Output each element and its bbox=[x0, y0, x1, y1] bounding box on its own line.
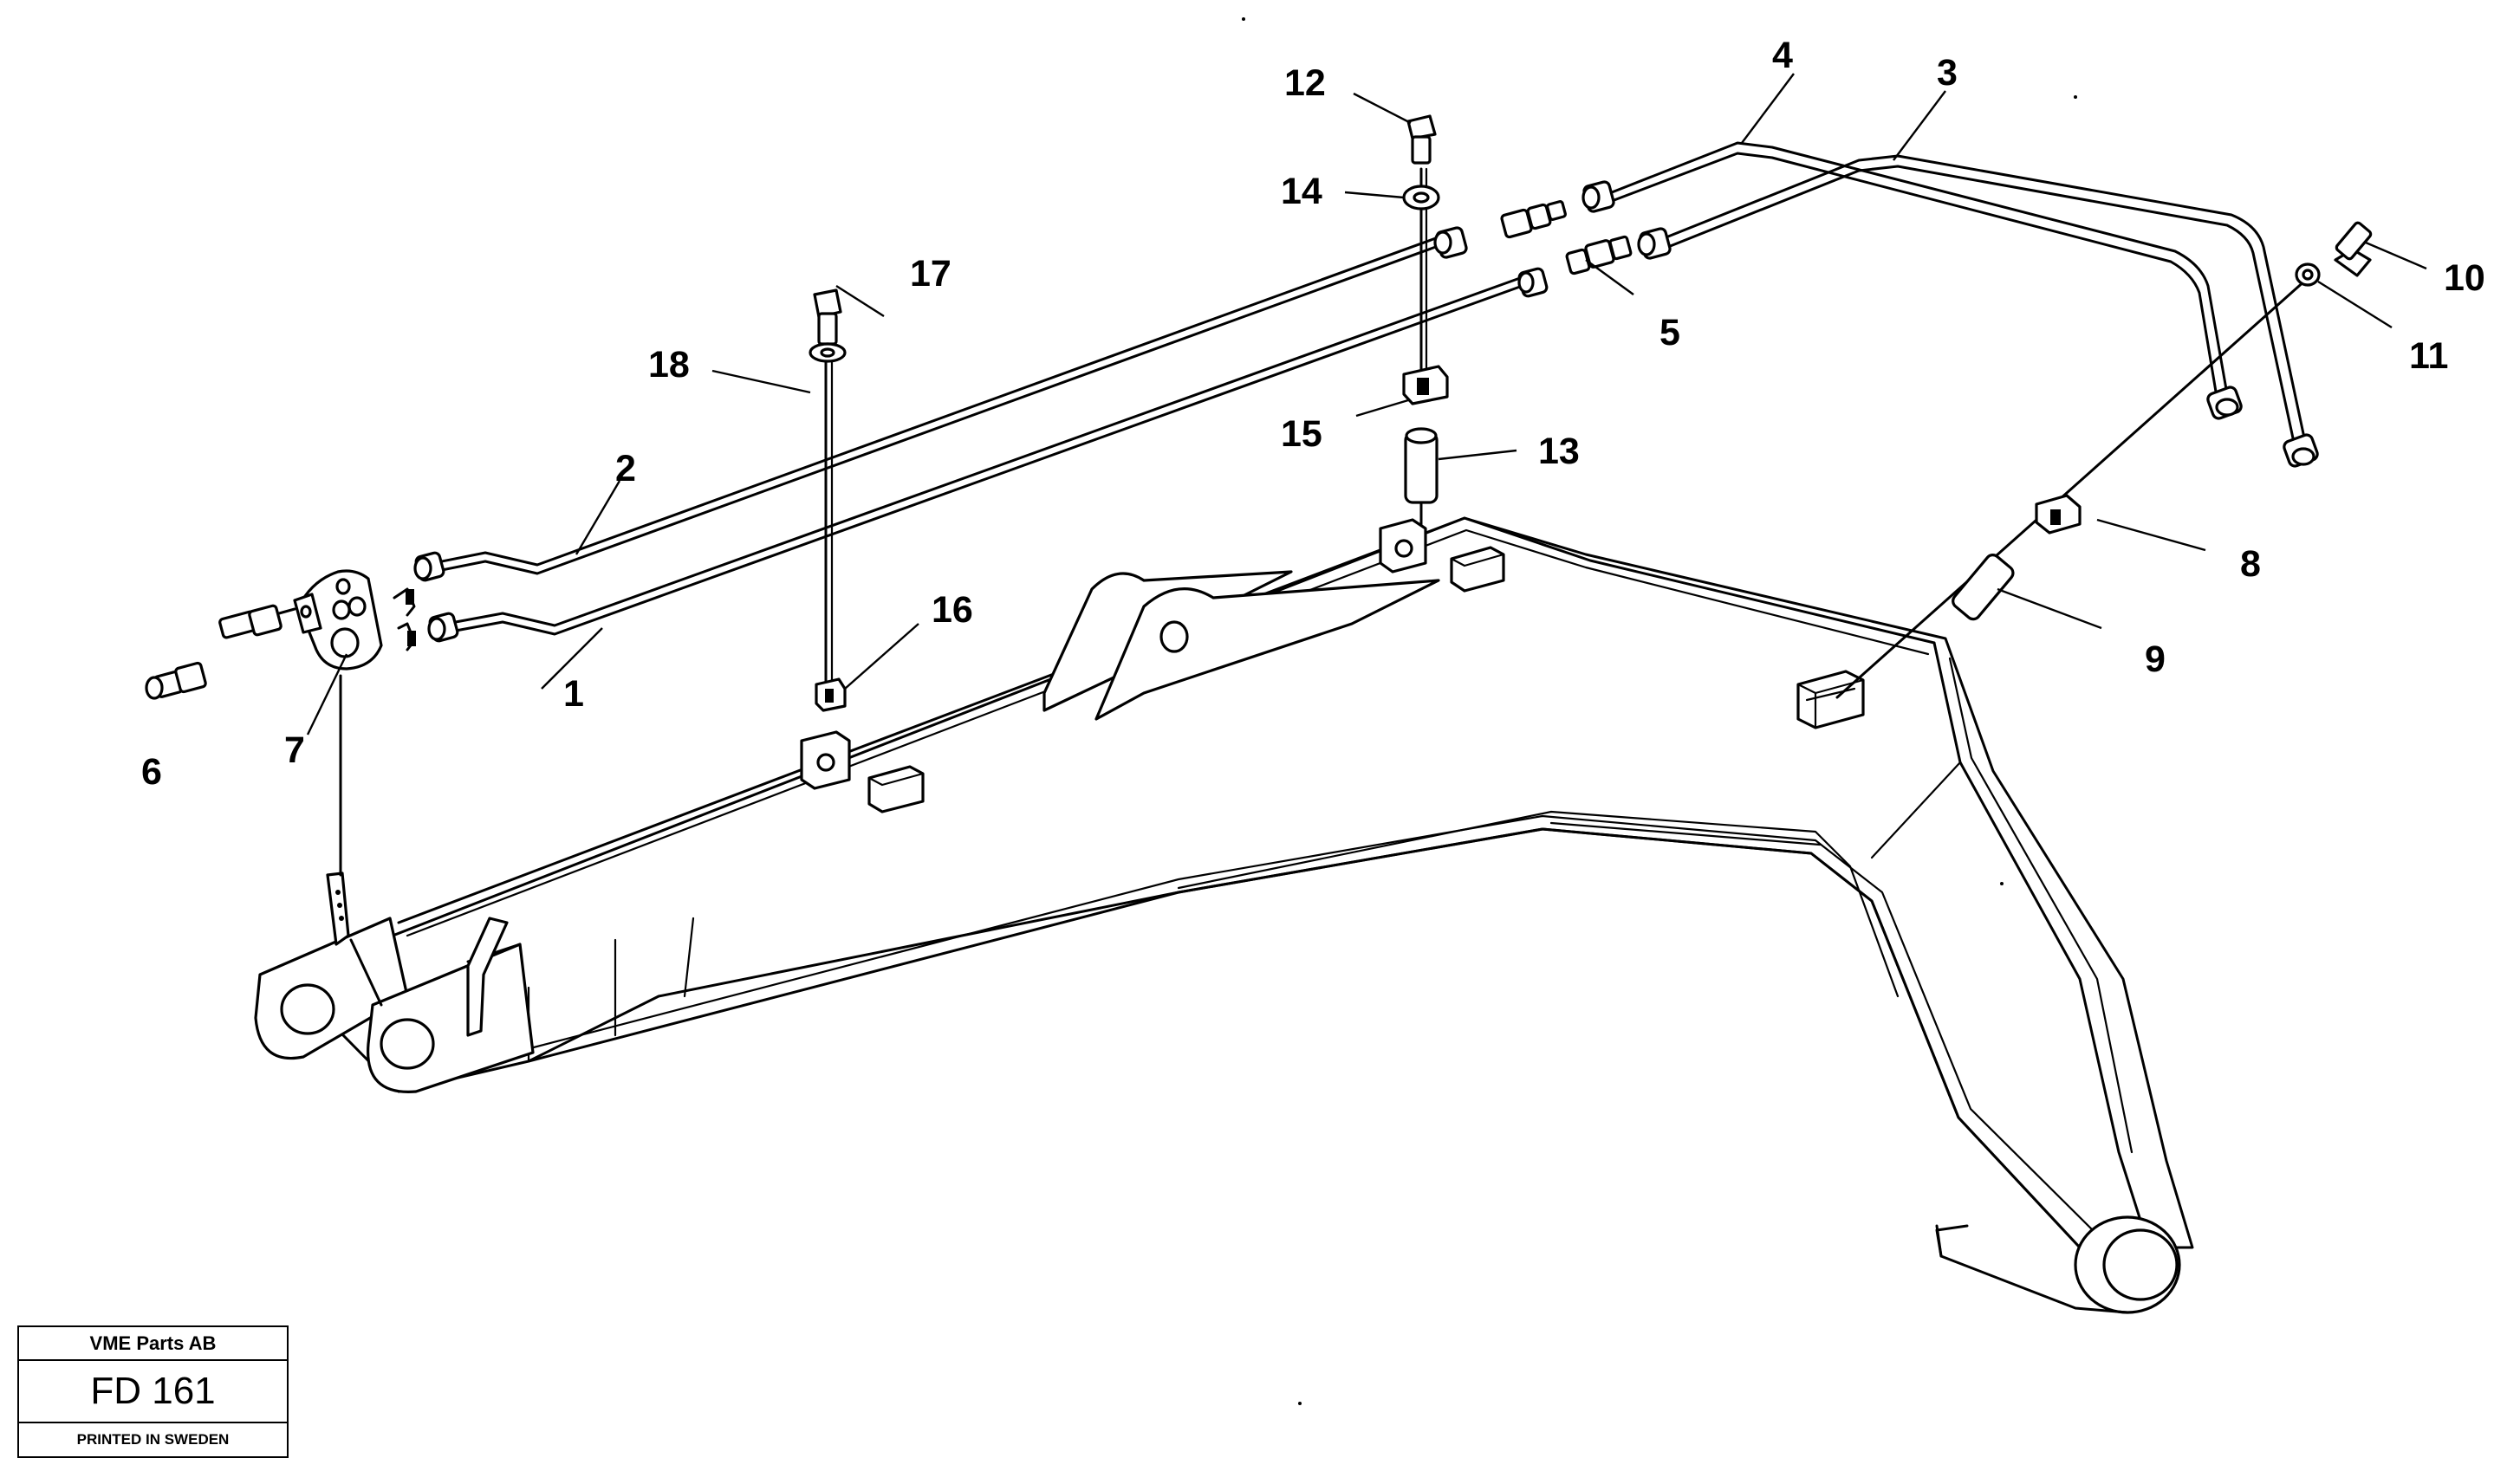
front-bracket-left bbox=[326, 872, 350, 946]
excavator-boom bbox=[254, 516, 2194, 1314]
tube-3 bbox=[1662, 154, 2307, 444]
nut-tube-3-front bbox=[1637, 227, 1672, 260]
spacer-13 bbox=[1404, 427, 1439, 504]
nut-tube-2-rear bbox=[1433, 226, 1468, 259]
spacer-9 bbox=[1952, 553, 2015, 621]
callout-leaders bbox=[306, 73, 2427, 736]
tube-2 bbox=[432, 234, 1445, 567]
boom-recess bbox=[1177, 810, 1900, 998]
nut-tube-2-front bbox=[413, 551, 445, 582]
title-block-code: FD 161 bbox=[19, 1361, 287, 1423]
callout-10: 10 bbox=[2444, 257, 2485, 299]
callout-8: 8 bbox=[2240, 543, 2261, 585]
washer-11 bbox=[2295, 262, 2321, 287]
title-block: VME Parts AB FD 161 PRINTED IN SWEDEN bbox=[17, 1325, 289, 1458]
front-bracket-right bbox=[466, 917, 509, 1037]
title-block-printed: PRINTED IN SWEDEN bbox=[76, 1431, 230, 1448]
clamp-half-16 bbox=[815, 677, 847, 712]
callout-11: 11 bbox=[2409, 335, 2448, 377]
callout-13: 13 bbox=[1538, 431, 1580, 472]
callout-12: 12 bbox=[1284, 62, 1326, 104]
hydraulic-lines bbox=[432, 141, 2307, 636]
screw-12 bbox=[1406, 114, 1437, 165]
union-6 bbox=[145, 661, 207, 700]
boom-top-edge bbox=[397, 516, 1936, 924]
nut-tube-4-front bbox=[1581, 180, 1615, 213]
connector-upper bbox=[218, 604, 296, 639]
callout-4: 4 bbox=[1772, 35, 1793, 76]
spacer-block-rear bbox=[1796, 670, 1865, 729]
callout-7: 7 bbox=[284, 729, 305, 771]
spacer-block-front bbox=[867, 765, 925, 813]
fitting-plate bbox=[293, 569, 383, 671]
nut-tube-3-rear bbox=[2283, 433, 2319, 468]
boom-bottom-edge bbox=[527, 827, 2082, 1249]
callout-1: 1 bbox=[563, 673, 584, 715]
callout-labels: 1 2 3 4 5 6 7 8 9 10 11 12 13 14 15 16 1… bbox=[141, 35, 2485, 793]
clamp-stacks bbox=[809, 114, 2373, 712]
adapter-lower bbox=[1565, 235, 1633, 275]
title-block-company: VME Parts AB bbox=[19, 1327, 287, 1361]
washer-18 bbox=[809, 342, 847, 363]
callout-14: 14 bbox=[1281, 171, 1322, 212]
callout-16: 16 bbox=[932, 589, 973, 631]
callout-5: 5 bbox=[1659, 312, 1680, 353]
washer-14 bbox=[1402, 185, 1440, 211]
clamp-block-mid bbox=[1379, 518, 1427, 574]
callout-9: 9 bbox=[2145, 638, 2166, 680]
nut-tube-1-rear bbox=[1517, 267, 1549, 298]
screw-17 bbox=[813, 288, 842, 346]
spacer-block-mid bbox=[1450, 546, 1505, 593]
clamp-half-8 bbox=[2035, 494, 2082, 535]
nut-tube-1-front bbox=[427, 612, 459, 643]
callout-17: 17 bbox=[910, 253, 951, 295]
adapter-upper bbox=[1500, 200, 1567, 239]
clamp-block-front bbox=[800, 730, 851, 790]
callout-2: 2 bbox=[615, 448, 636, 489]
fittings bbox=[145, 180, 2319, 700]
callout-3: 3 bbox=[1937, 52, 1958, 94]
tube-4 bbox=[1610, 141, 2229, 396]
callout-6: 6 bbox=[141, 751, 162, 793]
tube-1 bbox=[445, 273, 1531, 627]
callout-15: 15 bbox=[1281, 413, 1322, 455]
clamp-half-15 bbox=[1402, 365, 1449, 405]
callout-18: 18 bbox=[648, 344, 690, 386]
cylinder-ear-right bbox=[1094, 579, 1440, 721]
nut-tube-4-rear bbox=[2206, 386, 2243, 420]
screw-10 bbox=[2334, 221, 2373, 277]
